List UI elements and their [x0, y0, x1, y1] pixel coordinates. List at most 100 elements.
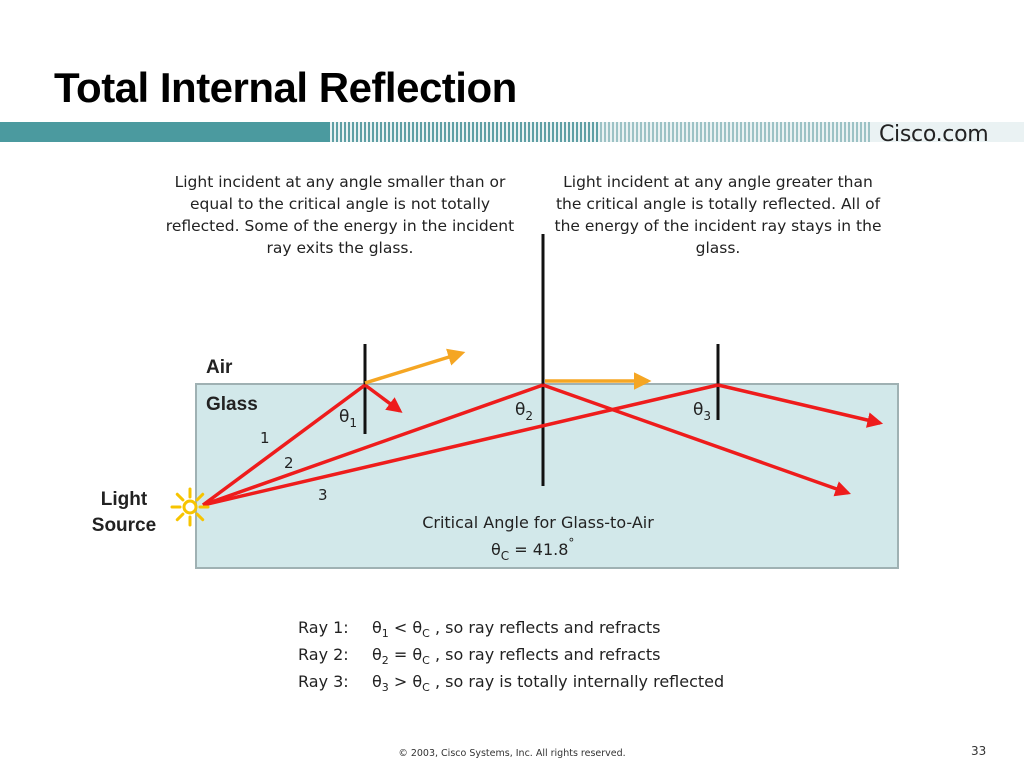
banner-stripe — [668, 122, 670, 142]
banner-stripe — [684, 122, 686, 142]
banner-stripe — [688, 122, 690, 142]
banner-stripe — [420, 122, 422, 142]
ray-legend: Ray 1:θ1 < θC , so ray reflects and refr… — [298, 614, 724, 695]
banner-stripe — [380, 122, 382, 142]
banner-stripe — [504, 122, 506, 142]
banner-stripe — [544, 122, 546, 142]
legend-row-ray-2: Ray 2:θ2 = θC , so ray reflects and refr… — [298, 645, 661, 667]
banner-stripe — [788, 122, 790, 142]
ray-1-reflected — [363, 383, 403, 413]
banner-stripe — [756, 122, 758, 142]
banner-stripe — [388, 122, 390, 142]
banner-stripe — [744, 122, 746, 142]
banner-stripe — [340, 122, 342, 142]
banner-stripe — [576, 122, 578, 142]
banner-stripe — [416, 122, 418, 142]
banner-stripe — [588, 122, 590, 142]
banner-stripe — [704, 122, 706, 142]
light-source-label-line1: Light — [101, 489, 148, 510]
banner-stripe — [824, 122, 826, 142]
ray-3-reflected — [717, 383, 884, 428]
banner-stripe — [568, 122, 570, 142]
banner-stripe — [800, 122, 802, 142]
glass-label: Glass — [206, 394, 258, 415]
banner-stripe — [632, 122, 634, 142]
angle-label-2: θ2 — [515, 400, 533, 423]
banner-teal-bar — [0, 122, 330, 142]
banner-stripe — [412, 122, 414, 142]
air-label: Air — [206, 357, 233, 378]
banner-stripe — [708, 122, 710, 142]
ray-3-incident — [202, 383, 719, 507]
copyright-notice: © 2003, Cisco Systems, Inc. All rights r… — [398, 748, 626, 759]
banner-stripe — [856, 122, 858, 142]
banner-stripe — [444, 122, 446, 142]
banner-stripe — [384, 122, 386, 142]
banner-stripe — [432, 122, 434, 142]
note-below-critical: Light incident at any angle smaller than… — [165, 173, 515, 257]
banner-stripe — [664, 122, 666, 142]
banner-stripe — [628, 122, 630, 142]
banner-stripe — [808, 122, 810, 142]
banner-stripe — [584, 122, 586, 142]
cisco-logo: Cisco.com — [879, 122, 989, 147]
banner-stripe — [764, 122, 766, 142]
banner-stripe — [612, 122, 614, 142]
legend-row-ray-1: Ray 1:θ1 < θC , so ray reflects and refr… — [298, 618, 661, 640]
banner-stripe — [572, 122, 574, 142]
banner-stripe — [648, 122, 650, 142]
banner-stripe — [464, 122, 466, 142]
ray-2-incident — [202, 383, 544, 507]
banner-stripe — [392, 122, 394, 142]
banner-stripe — [436, 122, 438, 142]
banner-stripe — [344, 122, 346, 142]
banner-stripe — [732, 122, 734, 142]
banner-stripe — [860, 122, 862, 142]
banner-stripe — [372, 122, 374, 142]
banner-stripe — [656, 122, 658, 142]
banner-stripe — [672, 122, 674, 142]
ray-number-1: 1 — [260, 429, 270, 447]
banner-stripe — [488, 122, 490, 142]
banner-stripe — [776, 122, 778, 142]
banner-stripe — [716, 122, 718, 142]
banner-stripe — [828, 122, 830, 142]
banner-stripe — [440, 122, 442, 142]
banner-stripe — [512, 122, 514, 142]
banner-stripe — [692, 122, 694, 142]
banner-stripe — [468, 122, 470, 142]
banner-stripe — [600, 122, 602, 142]
angle-label-1: θ1 — [339, 407, 357, 430]
banner-stripe — [492, 122, 494, 142]
banner-stripes — [332, 122, 870, 142]
banner-stripe — [456, 122, 458, 142]
banner-stripe — [524, 122, 526, 142]
banner-stripe — [548, 122, 550, 142]
light-source-label-line2: Source — [92, 515, 156, 536]
banner-stripe — [540, 122, 542, 142]
banner-stripe — [604, 122, 606, 142]
banner-stripe — [580, 122, 582, 142]
critical-angle-value: θC = 41.8° — [491, 536, 574, 563]
banner-stripe — [528, 122, 530, 142]
banner-stripe — [844, 122, 846, 142]
banner-stripe — [368, 122, 370, 142]
banner-stripe — [792, 122, 794, 142]
banner-stripe — [408, 122, 410, 142]
banner-stripe — [480, 122, 482, 142]
banner-stripe — [424, 122, 426, 142]
ray-2-reflected — [542, 383, 851, 497]
banner-stripe — [772, 122, 774, 142]
banner-stripe — [596, 122, 598, 142]
slide-title: Total Internal Reflection — [54, 64, 517, 111]
header-banner — [0, 122, 1024, 142]
banner-stripe — [720, 122, 722, 142]
banner-stripe — [740, 122, 742, 142]
banner-stripe — [836, 122, 838, 142]
banner-stripe — [536, 122, 538, 142]
banner-stripe — [736, 122, 738, 142]
banner-stripe — [500, 122, 502, 142]
page-number: 33 — [971, 744, 987, 758]
sun-icon — [170, 487, 210, 527]
